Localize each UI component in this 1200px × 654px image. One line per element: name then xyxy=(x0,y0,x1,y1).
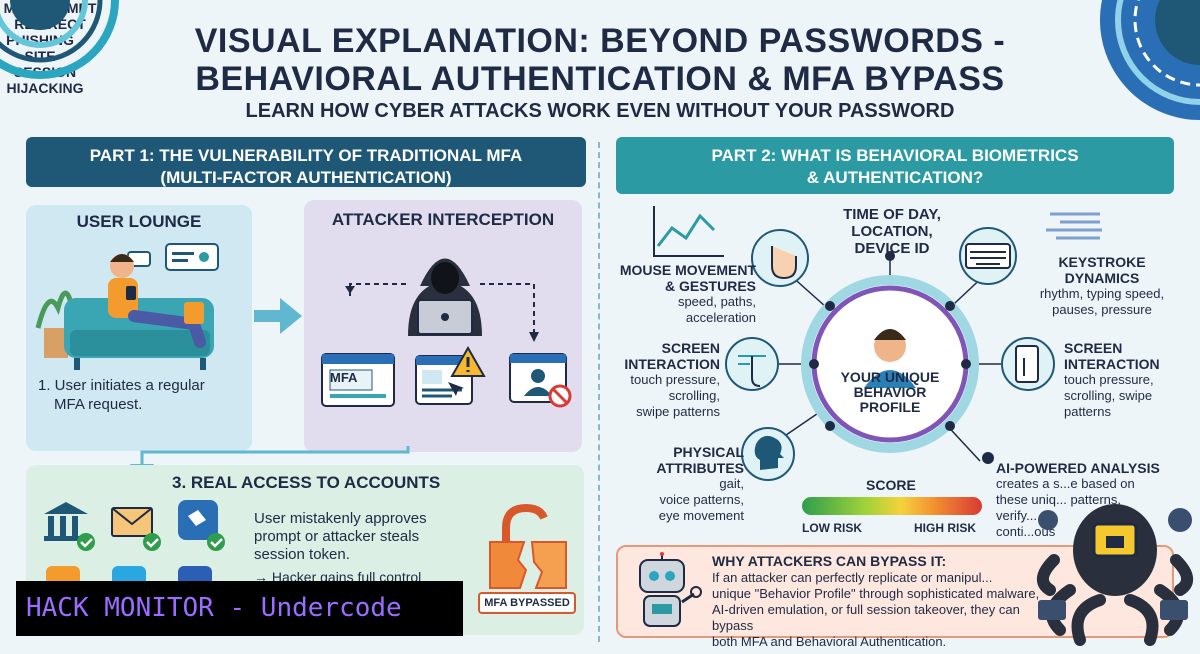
keystroke-dynamics-label: KEYSTROKE DYNAMICS rhythm, typing speed,… xyxy=(1026,254,1178,318)
keystroke-desc1: rhythm, typing speed, xyxy=(1039,286,1165,301)
mouse-desc2: acceleration xyxy=(685,310,756,325)
mouse-desc1: speed, paths, xyxy=(677,294,756,309)
screen-right-desc1: touch pressure, xyxy=(1064,372,1154,387)
why-bypass-text: WHY ATTACKERS CAN BYPASS IT: If an attac… xyxy=(712,553,1042,650)
robot-icon xyxy=(639,552,702,627)
ai-desc2: these uniq... patterns, xyxy=(996,492,1122,507)
octopus-hacker-logo-icon xyxy=(1037,504,1193,646)
screen-right-desc2: scrolling, swipe xyxy=(1064,388,1153,403)
head-profile-icon xyxy=(741,427,795,481)
screen-left-desc3: swipe patterns xyxy=(636,404,720,419)
why-line4: both MFA and Behavioral Authentication. xyxy=(712,634,947,649)
hooded-hacker-icon xyxy=(345,258,539,342)
screen-interaction-right-label: SCREEN INTERACTION touch pressure, scrol… xyxy=(1064,340,1174,420)
behavior-profile-diagram xyxy=(653,206,1102,481)
time-line2: LOCATION, xyxy=(851,223,933,240)
profile-line1: YOUR UNIQUE xyxy=(840,369,940,385)
ai-node-icon xyxy=(982,452,994,464)
profile-line3: PROFILE xyxy=(859,399,921,415)
access-text-line3: session token. xyxy=(254,546,350,563)
keystroke-title1: KEYSTROKE xyxy=(1058,254,1146,270)
part2-banner: PART 2: WHAT IS BEHAVIORAL BIOMETRICS & … xyxy=(616,137,1174,194)
page-subtitle: LEARN HOW CYBER ATTACKS WORK EVEN WITHOU… xyxy=(245,100,955,122)
ai-analysis-label: AI-POWERED ANALYSIS creates a s...e base… xyxy=(996,460,1172,540)
screen-left-desc1: touch pressure, xyxy=(630,372,720,387)
user-lounge-title: USER LOUNGE xyxy=(76,212,202,231)
screen-left-title2: INTERACTION xyxy=(624,356,720,372)
mfa-bypassed-badge: MFA BYPASSED xyxy=(478,592,576,614)
screen-left-desc2: scrolling, xyxy=(668,388,720,403)
real-access-title: 3. REAL ACCESS TO ACCOUNTS xyxy=(172,473,441,492)
physical-desc2: voice patterns, xyxy=(659,492,744,507)
ai-title: AI-POWERED ANALYSIS xyxy=(996,460,1160,476)
screen-left-title1: SCREEN xyxy=(661,340,720,356)
screen-right-title2: INTERACTION xyxy=(1064,356,1160,372)
access-text-line2: prompt or attacker steals xyxy=(254,528,420,545)
time-line3: DEVICE ID xyxy=(854,240,930,257)
keystroke-desc2: pauses, pressure xyxy=(1052,302,1152,317)
hack-monitor-watermark: HACK MONITOR - Undercode xyxy=(16,581,463,636)
part2-banner-line2: & AUTHENTICATION? xyxy=(806,168,984,187)
account-icons xyxy=(44,500,225,586)
mouse-hand-icon xyxy=(751,229,809,287)
broken-lock-icon xyxy=(489,504,567,589)
time-line1: TIME OF DAY, xyxy=(843,206,941,223)
email-icon xyxy=(111,507,161,551)
lounge-step-line1: 1. User initiates a regular xyxy=(38,377,205,394)
profile-line2: BEHAVIOR xyxy=(853,384,927,400)
high-risk-label: HIGH RISK xyxy=(914,521,977,535)
part1-banner-line2: (MULTI-FACTOR AUTHENTICATION) xyxy=(160,168,452,187)
corner-decoration-right xyxy=(1100,0,1200,120)
session-hijacking-icon xyxy=(509,353,572,408)
screen-right-desc3: patterns xyxy=(1064,404,1111,419)
page-title-line1: VISUAL EXPLANATION: BEYOND PASSWORDS - xyxy=(194,22,1006,60)
lounge-step-text: 1. User initiates a regular MFA request. xyxy=(38,376,205,414)
ai-desc3: verify... xyxy=(996,508,1037,523)
touch-screen-right-icon xyxy=(1001,337,1055,391)
mfa-screen-label: MFA xyxy=(330,370,358,385)
behavior-profile-label: YOUR UNIQUE BEHAVIOR PROFILE xyxy=(820,370,960,415)
physical-desc3: eye movement xyxy=(658,508,744,523)
lounge-step-line2: MFA request. xyxy=(54,396,143,413)
ai-desc4: conti...ous xyxy=(996,524,1056,539)
why-title: WHY ATTACKERS CAN BYPASS IT: xyxy=(712,553,947,569)
physical-attributes-label: PHYSICAL ATTRIBUTES gait, voice patterns… xyxy=(622,444,744,524)
part2-banner-line1: PART 2: WHAT IS BEHAVIORAL BIOMETRICS xyxy=(711,146,1079,165)
risk-score-bar xyxy=(802,497,982,515)
mouse-title2: & GESTURES xyxy=(664,278,756,294)
touch-screen-left-icon xyxy=(725,337,779,391)
why-line2: unique "Behavior Profile" through sophis… xyxy=(712,586,1040,601)
why-line1: If an attacker can perfectly replicate o… xyxy=(712,570,993,585)
app-icon xyxy=(178,500,225,551)
mfa-prompt-icon xyxy=(321,353,395,407)
low-risk-label: LOW RISK xyxy=(802,521,862,535)
phishing-site-icon xyxy=(415,346,486,405)
mouse-title1: MOUSE MOVEMENT xyxy=(619,262,756,278)
section-divider xyxy=(598,142,600,642)
real-access-text: User mistakenly approves prompt or attac… xyxy=(254,510,427,586)
keyboard-icon xyxy=(959,212,1102,285)
screen-right-title1: SCREEN xyxy=(1064,340,1123,356)
score-label: SCORE xyxy=(866,477,916,493)
page-title-line2: BEHAVIORAL AUTHENTICATION & MFA BYPASS xyxy=(195,60,1005,98)
access-text-line1: User mistakenly approves xyxy=(254,510,427,527)
physical-desc1: gait, xyxy=(719,476,744,491)
corner-decoration-left xyxy=(0,0,119,79)
screen-interaction-left-label: SCREEN INTERACTION touch pressure, scrol… xyxy=(616,340,720,420)
attacker-interception-title: ATTACKER INTERCEPTION xyxy=(331,210,555,229)
session-line2: HIJACKING xyxy=(6,80,84,96)
physical-title1: PHYSICAL xyxy=(673,444,744,460)
keystroke-title2: DYNAMICS xyxy=(1064,270,1140,286)
mouse-movement-label: MOUSE MOVEMENT & GESTURES speed, paths, … xyxy=(616,262,756,326)
bank-icon xyxy=(44,502,95,551)
ai-desc1: creates a s...e based on xyxy=(996,476,1135,491)
why-line3: AI-driven emulation, or full session tak… xyxy=(712,602,1020,633)
line-chart-icon xyxy=(653,206,724,257)
user-on-couch-icon xyxy=(35,243,219,370)
arrow-right-icon xyxy=(254,298,302,334)
part1-banner: PART 1: THE VULNERABILITY OF TRADITIONAL… xyxy=(26,137,586,187)
physical-title2: ATTRIBUTES xyxy=(656,460,744,476)
time-location-label: TIME OF DAY, LOCATION, DEVICE ID xyxy=(822,206,962,257)
part1-banner-line1: PART 1: THE VULNERABILITY OF TRADITIONAL… xyxy=(89,146,523,165)
